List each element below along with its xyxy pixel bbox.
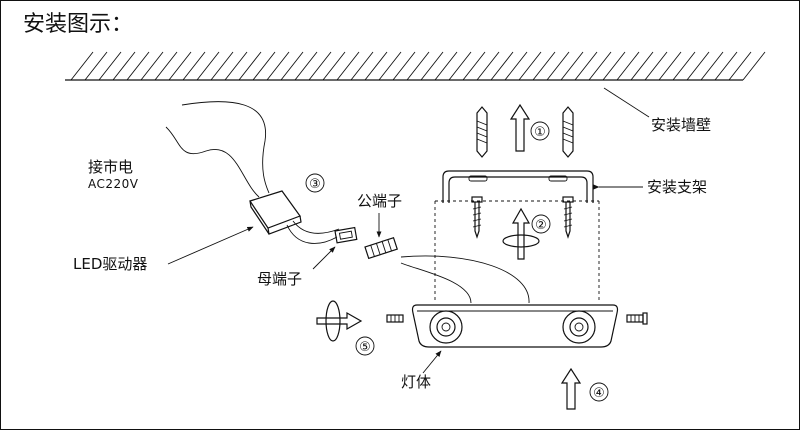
side-screw-left [386, 314, 404, 323]
step2-circle [531, 214, 551, 234]
step5-number: ⑤ [359, 340, 371, 355]
male-connector [364, 236, 398, 260]
mains-label: 接市电 [88, 158, 133, 176]
bracket-label: 安装支架 [647, 178, 707, 196]
step2-number: ② [535, 218, 547, 233]
lamp-body [411, 304, 619, 348]
mains-wire-2 [165, 126, 260, 198]
female-connector-leader [312, 246, 336, 270]
male-connector-label: 公端子 [357, 192, 402, 210]
wall-leader [603, 87, 650, 118]
voltage-label: AC220V [88, 177, 139, 191]
lamp-wire-1 [400, 262, 472, 304]
step3-number: ③ [309, 177, 321, 192]
led-driver [249, 190, 302, 235]
step1-number: ① [534, 125, 546, 140]
driver-label: LED驱动器 [73, 255, 147, 273]
step3-circle [305, 173, 325, 193]
step4-circle [589, 382, 609, 402]
step5-rotate-arrow [316, 300, 363, 342]
wall-label: 安装墙壁 [651, 116, 711, 134]
step1-circle [530, 121, 550, 141]
step4-arrow [560, 367, 582, 410]
step5-circle [355, 336, 375, 356]
diagram-title: 安装图示： [23, 12, 133, 37]
wall-anchor-left [476, 106, 488, 158]
mounting-bracket [442, 170, 594, 203]
step4-number: ④ [593, 386, 605, 401]
bracket-screw-left [471, 196, 483, 239]
mains-wire-1 [181, 101, 270, 194]
lamp-body-label: 灯体 [401, 373, 431, 391]
lamp-body-leader [422, 350, 442, 374]
wall-surface [65, 51, 766, 81]
driver-wire-2 [292, 220, 340, 234]
alignment-guides [434, 200, 600, 301]
female-connector-label: 母端子 [257, 270, 302, 288]
driver-leader [167, 226, 254, 265]
step1-arrow [509, 103, 531, 152]
bracket-screw-right [562, 196, 574, 239]
step2-rotate-arrow [502, 207, 540, 260]
lamp-wire-2 [400, 255, 530, 304]
wall-anchor-right [562, 106, 574, 158]
female-connector [334, 226, 358, 244]
side-screw-right [626, 312, 648, 325]
driver-wire-1 [286, 224, 338, 244]
